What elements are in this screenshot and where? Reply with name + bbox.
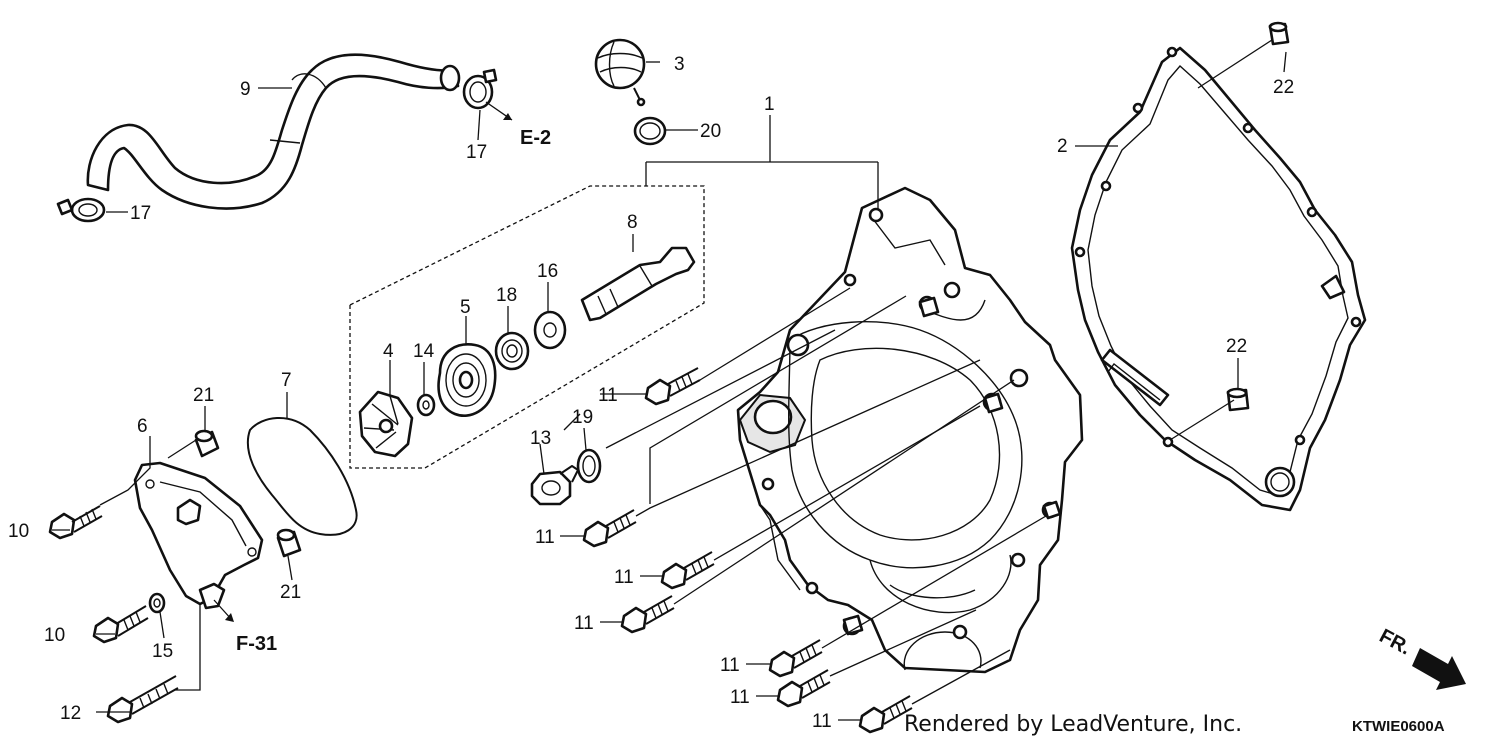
callout-20: 20	[700, 121, 721, 142]
washer-part-16[interactable]	[533, 310, 567, 350]
bolt-part-11-d[interactable]	[620, 595, 675, 634]
hose-clip-part-17-upper[interactable]	[462, 68, 498, 110]
water-pump-cover-part-6[interactable]	[133, 461, 264, 610]
cover-dowel-4	[842, 614, 864, 636]
callout-22-upper: 22	[1273, 77, 1294, 98]
callout-12: 12	[60, 703, 81, 724]
cover-dowel-3	[1042, 500, 1062, 520]
callout-19: 19	[572, 407, 593, 428]
callout-6: 6	[137, 416, 148, 437]
right-crankcase-cover-part-1[interactable]	[736, 186, 1084, 674]
oil-seal-part-18[interactable]	[494, 331, 530, 371]
callout-17-upper: 17	[466, 142, 487, 163]
dowel-pin-part-21-lower[interactable]	[276, 528, 302, 558]
gasket-part-2[interactable]	[1070, 46, 1367, 512]
cap-part-3[interactable]	[594, 38, 646, 107]
callout-21-upper: 21	[193, 385, 214, 406]
callout-11-a: 11	[598, 385, 618, 406]
bolt-part-11-f[interactable]	[776, 669, 831, 708]
callout-13: 13	[530, 428, 551, 449]
reference-arrow-f31	[213, 599, 234, 622]
impeller-part-4[interactable]	[358, 390, 414, 458]
callout-7: 7	[281, 370, 292, 391]
callout-3: 3	[674, 54, 685, 75]
water-pump-assembly-group	[349, 185, 705, 469]
callout-11-e: 11	[720, 655, 740, 676]
callout-10-upper: 10	[8, 521, 29, 542]
callout-5: 5	[460, 297, 471, 318]
leader-lines	[52, 39, 1287, 721]
bolt-part-11-e[interactable]	[768, 639, 823, 678]
callout-11-g: 11	[812, 711, 832, 732]
callout-14: 14	[413, 341, 435, 362]
washer-part-14[interactable]	[416, 393, 436, 417]
callout-17-lower: 17	[130, 203, 151, 224]
callout-11-c: 11	[614, 567, 634, 588]
direction-label: FR.	[1376, 625, 1415, 660]
callout-4: 4	[383, 341, 394, 362]
drain-plug-part-13[interactable]	[530, 465, 579, 506]
callout-1: 1	[764, 94, 775, 115]
bolt-part-11-g[interactable]	[858, 695, 913, 734]
callout-11-d: 11	[574, 613, 594, 634]
pump-shaft-part-8[interactable]	[580, 246, 696, 322]
o-ring-part-19[interactable]	[576, 448, 602, 484]
callout-11-b: 11	[535, 527, 555, 548]
cover-dowel-1	[918, 296, 940, 318]
o-ring-part-7[interactable]	[246, 416, 358, 536]
reference-e2: E-2	[520, 127, 551, 149]
bolt-part-12[interactable]	[106, 675, 179, 724]
dowel-pin-part-22-upper[interactable]	[1268, 21, 1290, 46]
bolt-part-11-b[interactable]	[582, 509, 637, 548]
callout-2: 2	[1057, 136, 1068, 157]
callout-8: 8	[627, 212, 638, 233]
bolt-part-11-c[interactable]	[660, 551, 715, 590]
credit-text: Rendered by LeadVenture, Inc.	[904, 712, 1242, 737]
reference-f31: F-31	[236, 633, 277, 655]
bolt-part-10-upper[interactable]	[48, 505, 103, 540]
water-hose-part-9[interactable]	[86, 53, 461, 210]
callout-21-lower: 21	[280, 582, 301, 603]
dowel-pin-part-22-lower[interactable]	[1226, 387, 1250, 412]
diagram-code: KTWIE0600A	[1352, 718, 1445, 735]
mechanical-seal-part-5[interactable]	[437, 343, 497, 417]
callout-10-lower: 10	[44, 625, 65, 646]
callout-18: 18	[496, 285, 517, 306]
callout-22-lower: 22	[1226, 336, 1247, 357]
washer-part-15[interactable]	[148, 592, 166, 614]
callout-11-f: 11	[730, 687, 750, 708]
hose-clip-part-17-lower[interactable]	[56, 197, 106, 223]
cover-dowel-2	[983, 392, 1004, 414]
callout-16: 16	[537, 261, 558, 282]
o-ring-part-20[interactable]	[633, 116, 667, 146]
dowel-pin-part-21-upper[interactable]	[194, 429, 220, 458]
callout-15: 15	[152, 641, 173, 662]
bolt-part-10-lower[interactable]	[92, 605, 149, 644]
bolt-part-11-a[interactable]	[644, 367, 701, 406]
callout-9: 9	[240, 79, 251, 100]
direction-arrow-icon	[1412, 648, 1466, 690]
reference-arrow-e2	[485, 101, 513, 121]
